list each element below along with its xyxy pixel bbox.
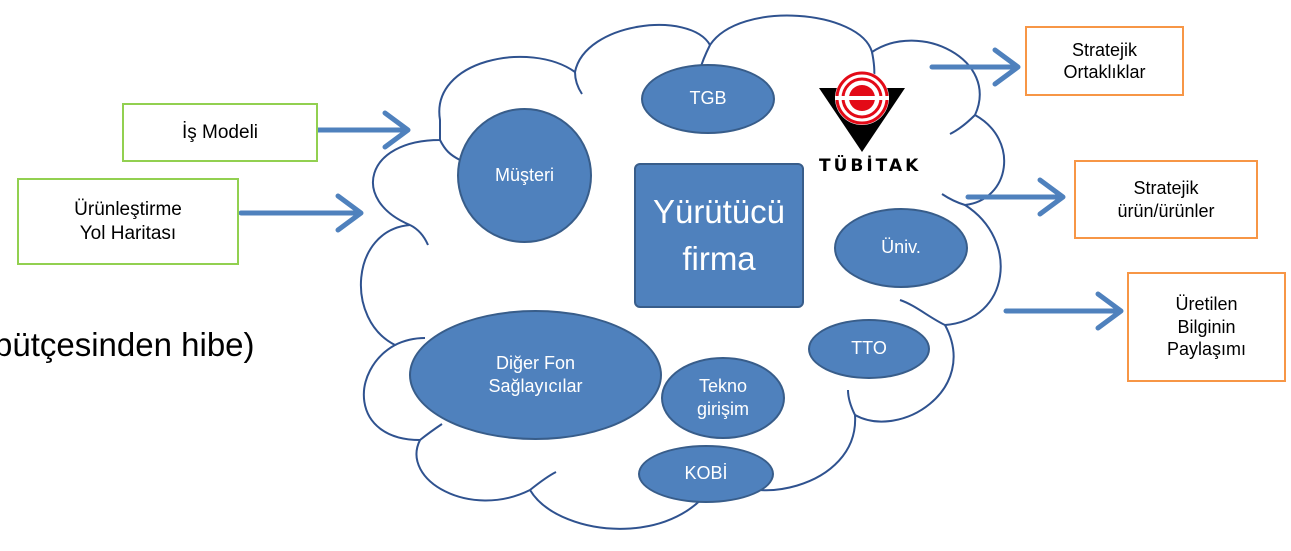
stratejik-ortakliklar-box: Stratejik Ortaklıklar — [1025, 26, 1184, 96]
stratejik-ortakliklar-label: Stratejik Ortaklıklar — [1063, 39, 1146, 83]
kobi-bubble: KOBİ — [638, 445, 774, 503]
tekno-bubble: Tekno girişim — [661, 357, 785, 439]
partial-text-label: bütçesinden hibe) — [0, 326, 255, 363]
tgb-label: TGB — [689, 88, 727, 109]
diger-fon-label: Diğer Fon Sağlayıcılar — [488, 352, 583, 396]
kobi-label: KOBİ — [684, 463, 728, 484]
stratejik-urun-label: Stratejik ürün/ürünler — [1117, 178, 1215, 221]
univ-label: Üniv. — [881, 237, 921, 258]
tto-label: TTO — [851, 338, 887, 359]
arrow-uretilen-bilgi — [1003, 291, 1124, 331]
tubitak-logo-text: TÜBİTAK — [819, 156, 922, 176]
urunlestirme-label: Ürünleştirme Yol Haritası — [74, 198, 182, 244]
uretilen-bilgi-label: Üretilen Bilginin Paylaşımı — [1166, 294, 1247, 360]
partial-text: bütçesinden hibe) — [0, 326, 255, 364]
tekno-label: Tekno girişim — [697, 375, 749, 419]
tubitak-emblem-icon — [819, 71, 905, 152]
musteri-label: Müşteri — [494, 164, 554, 185]
arrow-is-modeli — [315, 110, 411, 150]
arrow-stratejik-urun — [965, 177, 1066, 217]
univ-bubble: Üniv. — [834, 208, 968, 288]
arrow-urunlestirme — [238, 193, 364, 233]
musteri-bubble: Müşteri — [457, 108, 592, 243]
is-modeli-label: İş Modeli — [181, 121, 259, 143]
arrow-stratejik-ortakliklar — [929, 47, 1021, 87]
tubitak-logo: TÜBİTAK — [817, 68, 918, 178]
uretilen-bilgi-box: Üretilen Bilginin Paylaşımı — [1127, 272, 1286, 382]
stratejik-urun-box: Stratejik ürün/ürünler — [1074, 160, 1258, 239]
tgb-bubble: TGB — [641, 64, 775, 134]
is-modeli-box: İş Modeli — [122, 103, 318, 162]
yurutucu-firma-label: Yürütücü firma — [652, 193, 786, 277]
urunlestirme-box: Ürünleştirme Yol Haritası — [17, 178, 239, 265]
tto-bubble: TTO — [808, 319, 930, 379]
yurutucu-firma-box: Yürütücü firma — [634, 163, 804, 308]
diger-fon-bubble: Diğer Fon Sağlayıcılar — [409, 310, 662, 440]
